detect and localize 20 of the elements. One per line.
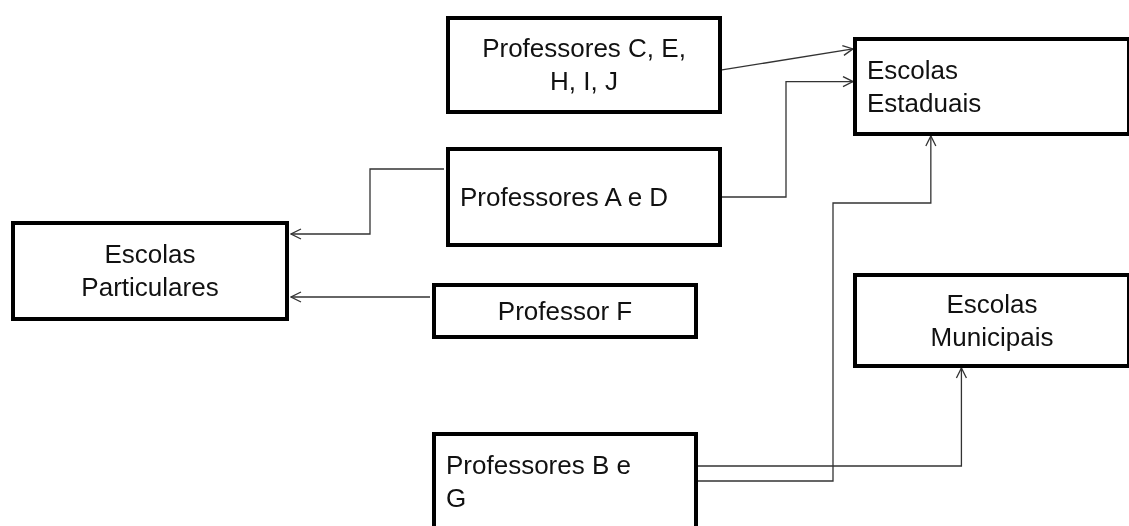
node-label: Professor F [497, 294, 633, 328]
node-label: Escolas Particulares [80, 238, 220, 304]
box [432, 432, 698, 526]
box [11, 221, 289, 321]
node-label: Professores C, E, H, I, J [481, 32, 687, 98]
arrow [697, 135, 937, 482]
arrow [697, 367, 968, 467]
arrow [290, 291, 431, 303]
node-label: Professores A e D [460, 180, 669, 214]
arrow [290, 168, 445, 240]
box [853, 273, 1129, 368]
box [432, 283, 698, 339]
node-label: Escolas Estaduais [867, 53, 983, 120]
arrow [721, 44, 854, 71]
node-label: Professores B e G [446, 449, 632, 515]
node-label: Escolas Municipais [929, 287, 1055, 354]
arrow [721, 75, 854, 198]
box [446, 16, 722, 114]
box [853, 37, 1129, 136]
box [446, 147, 722, 247]
